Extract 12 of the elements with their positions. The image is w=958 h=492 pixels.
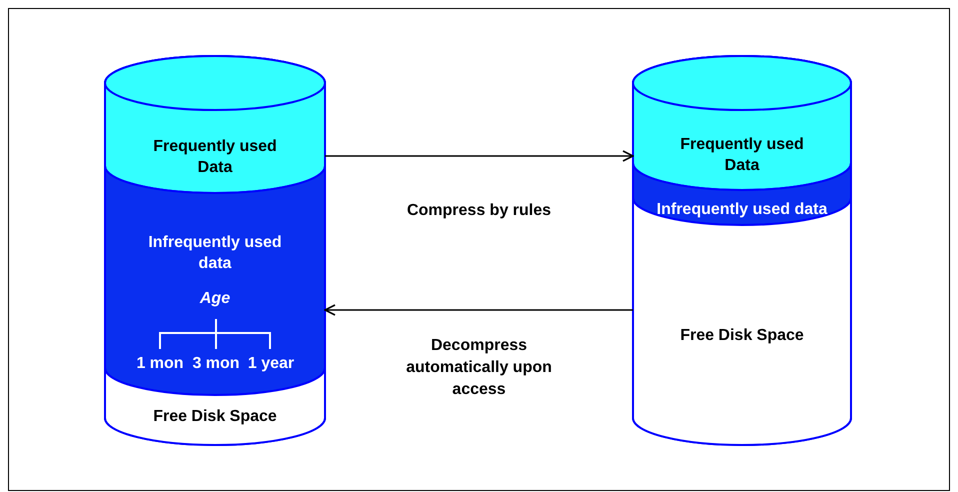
tick-label: 3 mon <box>191 354 241 374</box>
tick-label: 1 mon <box>135 354 185 374</box>
band-label: Frequently used Data <box>679 135 805 176</box>
band-label: Free Disk Space <box>152 407 278 427</box>
arrow <box>325 150 634 162</box>
band-label: Infrequently used data <box>147 233 283 274</box>
band-label: Infrequently used data <box>656 200 828 220</box>
band-label: Free Disk Space <box>679 326 805 346</box>
band-label: Frequently used Data <box>152 137 278 178</box>
axis-title: Age <box>198 289 232 309</box>
arrow <box>324 304 633 316</box>
tick-label: 1 year <box>246 354 296 374</box>
